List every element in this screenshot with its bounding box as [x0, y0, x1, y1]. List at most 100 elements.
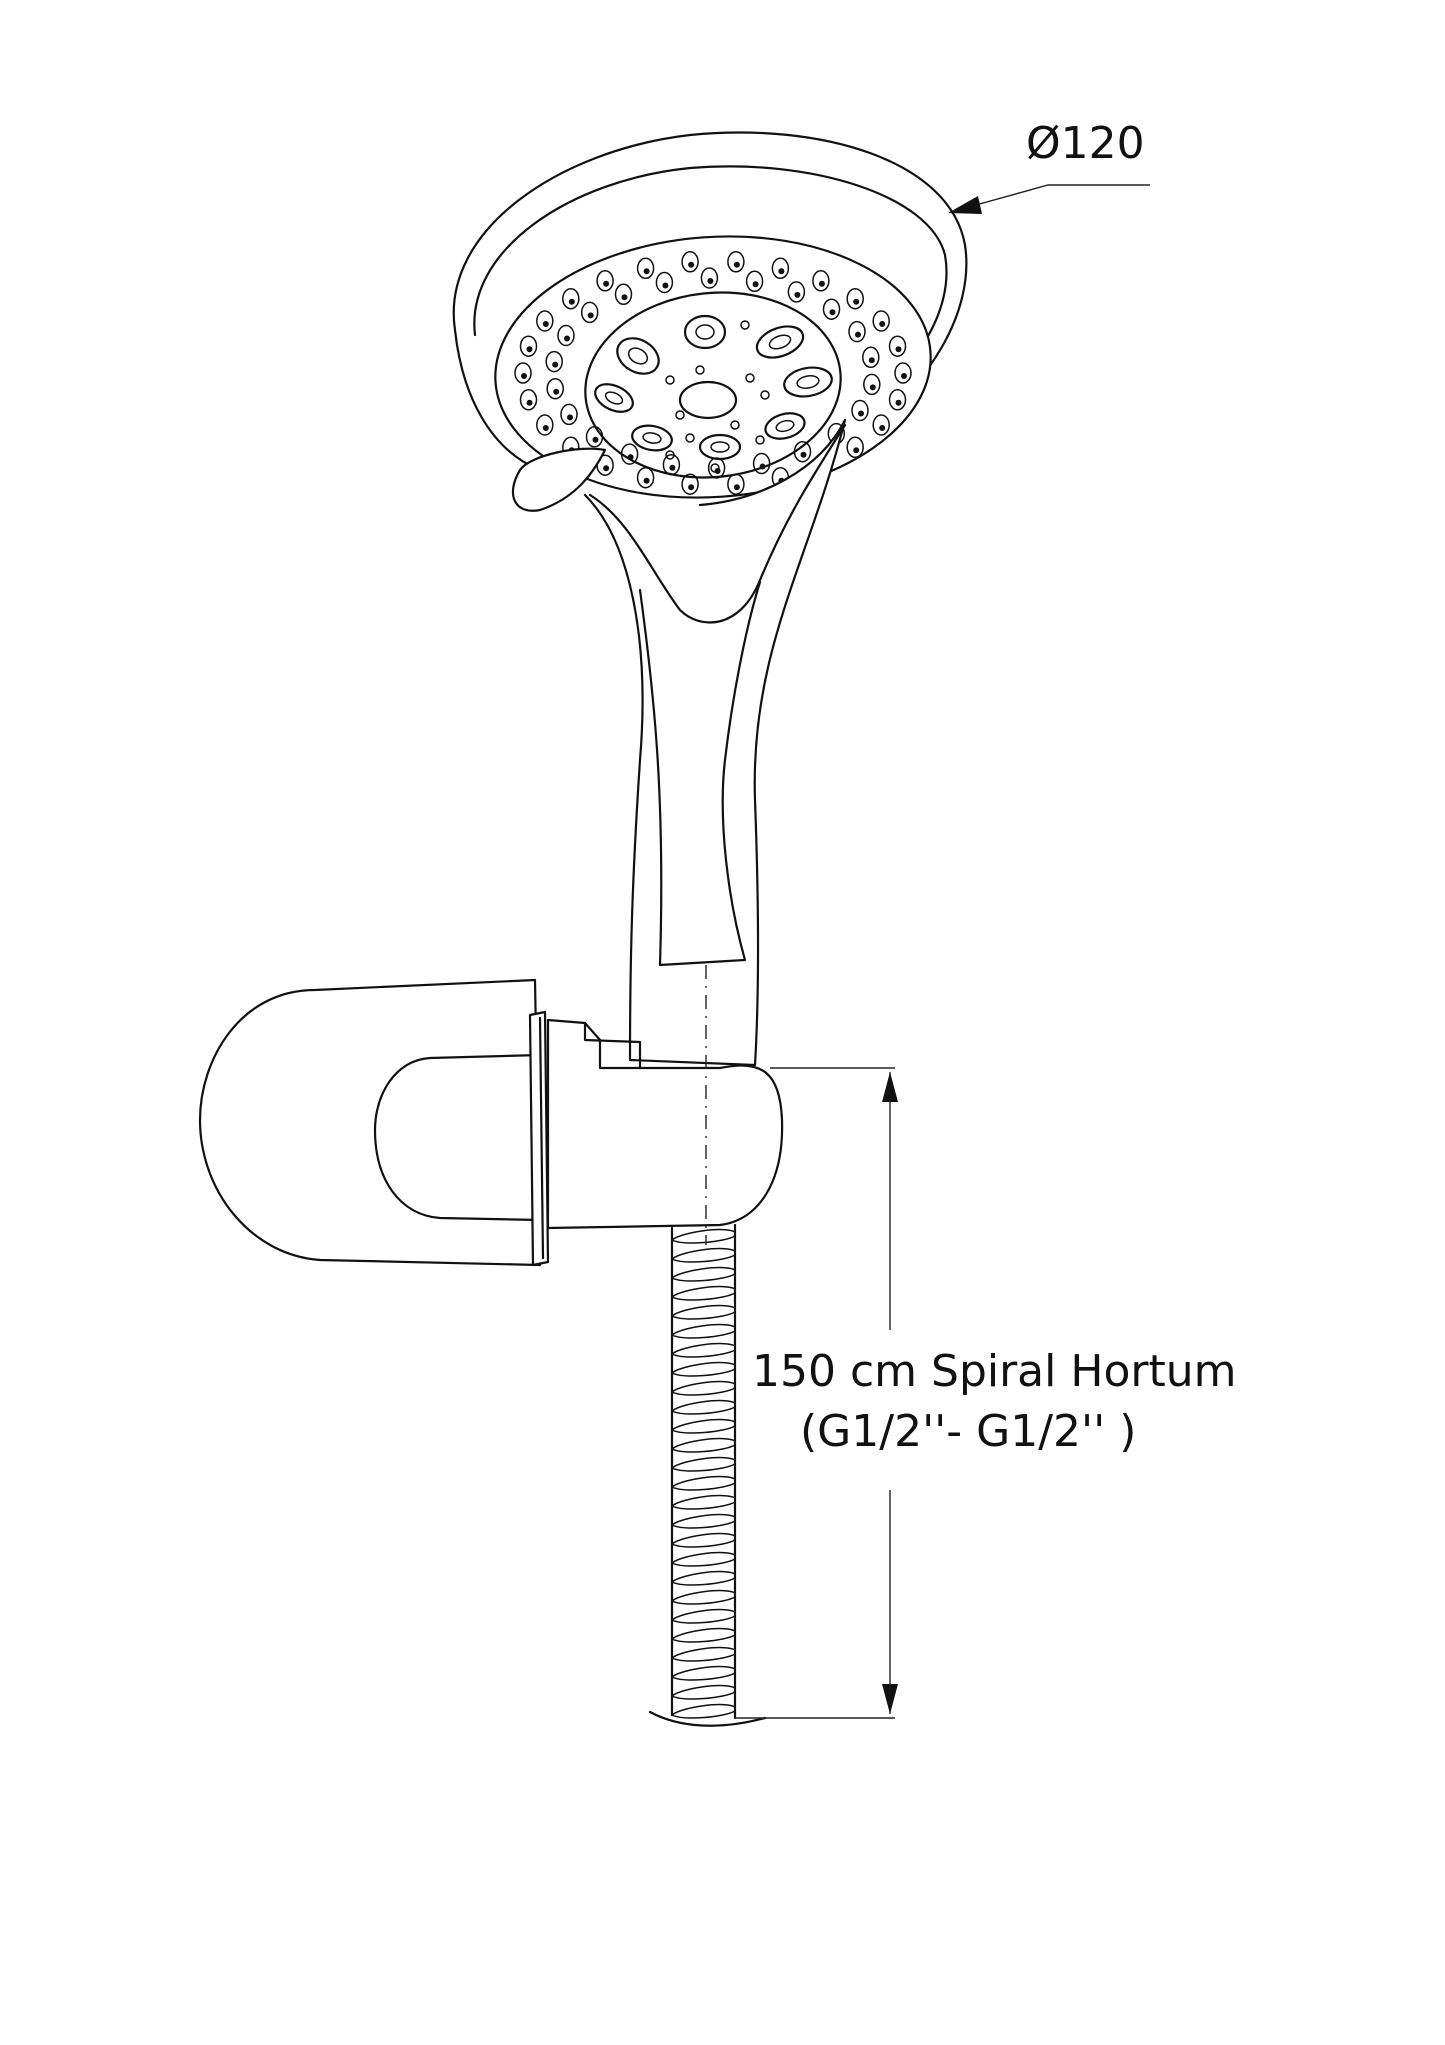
hose-coil — [671, 1570, 736, 1586]
hose-coil — [671, 1437, 736, 1453]
spray-outer-nozzle-hole — [895, 346, 902, 353]
spray-outer-nozzle-hole — [800, 451, 807, 458]
spray-outer-nozzle-hole — [621, 294, 628, 301]
bracket-holder-step — [583, 1021, 642, 1070]
spray-outer-nozzle — [596, 270, 614, 292]
spray-outer-nozzle — [848, 320, 866, 343]
spray-outer-nozzle — [681, 473, 699, 495]
spray-outer-nozzle — [519, 389, 538, 411]
spray-outer-nozzle — [787, 281, 806, 303]
hose-coil — [671, 1247, 736, 1263]
hose-coil — [671, 1266, 736, 1282]
spray-outer-nozzle-hole — [714, 468, 721, 474]
spray-outer-nozzle — [846, 436, 864, 459]
spray-outer-nozzle-hole — [592, 436, 599, 443]
spray-outer-nozzle — [519, 335, 538, 357]
spray-outer-nozzle — [585, 426, 604, 448]
hose-coil — [671, 1361, 736, 1377]
wall-bracket — [198, 978, 784, 1267]
spray-outer-nozzle — [655, 271, 674, 294]
spray-outer-nozzle-hole — [733, 261, 740, 268]
spray-outer-nozzle-hole — [733, 484, 740, 491]
spray-outer-nozzle-hole — [794, 291, 801, 298]
shower-head — [452, 131, 968, 512]
spray-outer-nozzle-hole — [553, 388, 560, 395]
hose-coil — [671, 1684, 736, 1700]
spray-outer-nozzle-hole — [567, 414, 573, 421]
hose-coils — [671, 1228, 736, 1719]
spray-outer-nozzle — [752, 452, 771, 475]
spray-outer-nozzle — [745, 270, 764, 293]
spray-outer-nozzle — [846, 287, 864, 310]
hose-coil — [671, 1513, 736, 1529]
bracket-plate-edge — [538, 1016, 545, 1260]
spray-face — [494, 235, 932, 499]
spray-outer-nozzle-hole — [759, 463, 766, 470]
spray-outer-nozzle-hole — [895, 399, 902, 406]
hose-coil — [671, 1399, 736, 1415]
hose-coil — [671, 1551, 736, 1567]
spray-outer-nozzle-hole — [587, 312, 594, 319]
hose-coil — [671, 1228, 736, 1244]
spray-outer-nozzle — [636, 466, 655, 489]
spray-outer-nozzle-hole — [542, 321, 549, 327]
spray-outer-nozzles — [514, 251, 912, 495]
hose-coil — [671, 1304, 736, 1320]
spray-outer-nozzle-hole — [669, 464, 676, 471]
spray-outer-nozzle-hole — [603, 280, 610, 287]
shower-handle — [583, 418, 847, 1067]
bracket-inner-recess — [373, 1053, 542, 1222]
spray-outer-nozzle-hole — [752, 281, 759, 288]
spray-outer-nozzle — [872, 414, 890, 436]
spray-outer-nozzle-hole — [603, 465, 610, 472]
hose-thread-label: (G1/2''- G1/2'' ) — [800, 1406, 1137, 1457]
hose-coil — [671, 1418, 736, 1434]
hose-coil — [671, 1665, 736, 1681]
spray-outer-nozzle-hole — [627, 454, 634, 461]
spray-outer-nozzle — [888, 335, 907, 357]
diameter-leader-line — [964, 184, 1150, 209]
hose-coil — [671, 1342, 736, 1358]
handle-body — [583, 418, 847, 1067]
spray-outer-nozzle — [863, 373, 881, 396]
spray-outer-nozzle-hole — [879, 321, 886, 327]
spray-outer-nozzle — [536, 310, 554, 332]
spray-outer-nozzle — [545, 350, 563, 373]
spray-outer-nozzle — [851, 399, 869, 422]
spray-outer-nozzle-hole — [542, 425, 549, 431]
spray-outer-nozzle-hole — [855, 331, 861, 338]
spray-outer-nozzle-hole — [643, 268, 650, 275]
hose-coil — [671, 1646, 736, 1662]
hose-coil — [671, 1323, 736, 1339]
spray-center-disc — [584, 291, 842, 479]
spray-outer-nozzle-hole — [853, 447, 860, 454]
spray-outer-nozzle — [862, 346, 880, 369]
spray-outer-nozzle — [580, 301, 599, 324]
hose-coil — [671, 1627, 736, 1643]
spray-outer-nozzle-hole — [564, 335, 570, 342]
spray-outer-nozzle-hole — [829, 309, 836, 316]
spray-outer-nozzle — [557, 324, 575, 347]
spray-outer-nozzle-hole — [526, 399, 533, 406]
hose-coil — [671, 1475, 736, 1491]
spray-outer-nozzle — [562, 287, 580, 310]
hose-coil — [671, 1589, 736, 1605]
spray-outer-nozzle-hole — [688, 261, 695, 268]
spray-outer-nozzle — [546, 377, 564, 400]
spray-ring-nozzles — [594, 314, 833, 461]
spray-outer-nozzle — [707, 457, 726, 479]
spray-outer-nozzle-hole — [778, 268, 785, 275]
spray-outer-nozzle — [822, 298, 841, 320]
spray-outer-nozzle — [793, 440, 812, 463]
spray-outer-nozzle-hole — [526, 346, 533, 353]
hose-coil — [671, 1608, 736, 1624]
spray-outer-nozzle — [614, 283, 633, 306]
hose-coil — [671, 1285, 736, 1301]
shower-head-inner-rim — [473, 165, 948, 422]
spray-outer-nozzle — [727, 473, 745, 495]
spray-outer-nozzle — [727, 251, 745, 273]
hose-coil — [671, 1532, 736, 1548]
spray-outer-nozzle-hole — [879, 425, 886, 431]
hose-dimension-arrow-bottom — [882, 1684, 898, 1714]
spray-mode-lever[interactable] — [511, 447, 607, 512]
